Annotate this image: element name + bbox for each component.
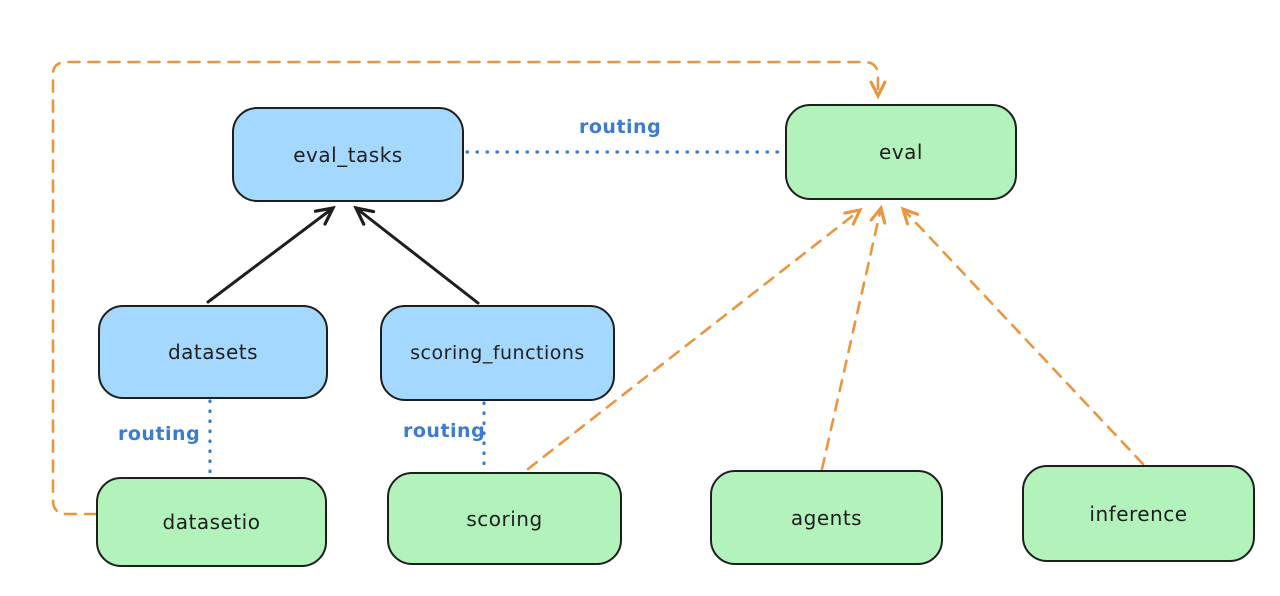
node-datasets: datasets bbox=[98, 305, 328, 399]
edge-label-routing-top: routing bbox=[579, 116, 662, 138]
edge-agents-to-eval bbox=[820, 204, 887, 471]
node-datasetio: datasetio bbox=[96, 477, 327, 567]
node-scoring-functions: scoring_functions bbox=[380, 305, 615, 401]
edge-scoring-to-eval bbox=[526, 207, 863, 471]
node-scoring-label: scoring bbox=[466, 506, 543, 531]
edge-scoring-functions-to-eval-tasks bbox=[353, 205, 480, 305]
edge-inference-to-eval bbox=[900, 206, 1145, 466]
node-agents: agents bbox=[710, 470, 943, 565]
node-agents-label: agents bbox=[790, 505, 863, 530]
node-scoring: scoring bbox=[387, 472, 622, 565]
edge-label-routing-left: routing bbox=[118, 423, 201, 445]
node-eval-tasks-label: eval_tasks bbox=[293, 142, 403, 167]
edge-datasets-to-eval-tasks bbox=[206, 205, 336, 304]
node-inference-label: inference bbox=[1089, 501, 1188, 526]
edge-label-routing-mid: routing bbox=[403, 420, 486, 442]
node-eval-tasks: eval_tasks bbox=[232, 107, 464, 202]
node-datasetio-label: datasetio bbox=[162, 510, 261, 534]
edge-datasetio-to-eval bbox=[51, 60, 887, 516]
node-datasets-label: datasets bbox=[167, 340, 259, 364]
node-scoring-functions-label: scoring_functions bbox=[410, 342, 585, 364]
node-inference: inference bbox=[1022, 465, 1255, 562]
node-eval: eval bbox=[785, 104, 1017, 200]
node-eval-label: eval bbox=[879, 140, 923, 164]
